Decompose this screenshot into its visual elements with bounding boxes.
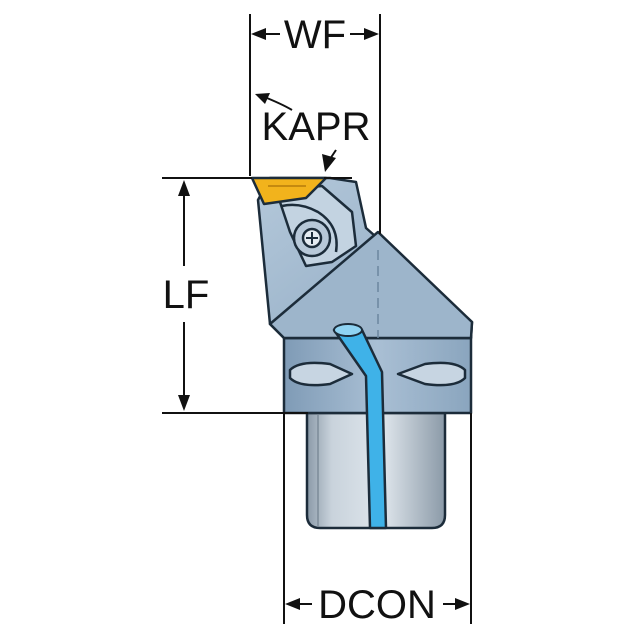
clamp-slot-right	[396, 361, 467, 387]
dimension-dcon: DCON	[283, 413, 472, 627]
dimension-kapr: KAPR	[255, 93, 371, 179]
clamp-slot-left	[288, 361, 354, 387]
label-dcon: DCON	[318, 583, 436, 627]
dimension-wf: WF	[249, 13, 381, 234]
coolant-channel	[332, 323, 388, 530]
cutting-insert	[250, 176, 328, 206]
label-kapr: KAPR	[262, 105, 371, 149]
label-wf: WF	[284, 13, 346, 57]
label-lf: LF	[163, 273, 210, 317]
angled-head	[256, 176, 474, 340]
